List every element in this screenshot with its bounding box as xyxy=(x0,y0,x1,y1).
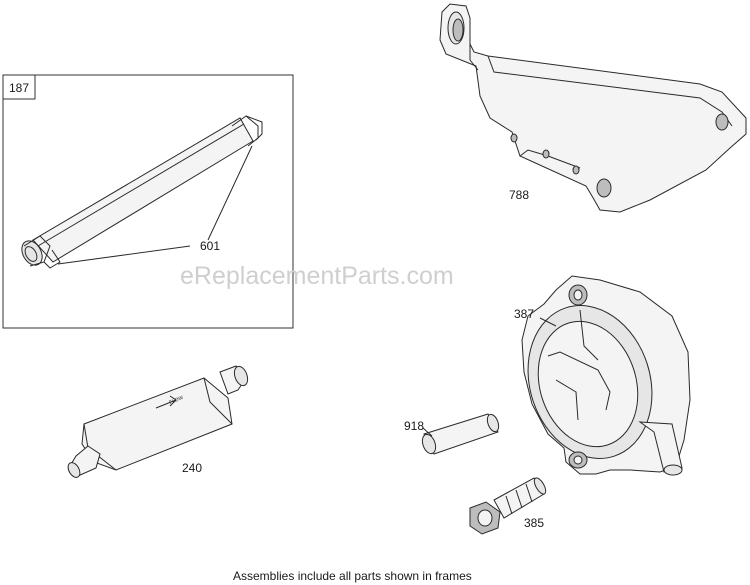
mounting-bracket-part xyxy=(439,3,747,213)
fuel-pump-part xyxy=(521,275,691,476)
tube-leader-lines xyxy=(57,145,253,265)
nipple-leader-line xyxy=(422,427,433,437)
part-label-385: 385 xyxy=(524,516,544,530)
part-label-788: 788 xyxy=(509,188,529,202)
diagram-caption: Assemblies include all parts shown in fr… xyxy=(233,569,472,583)
assembly-frame: 187 xyxy=(2,74,294,329)
part-label-918: 918 xyxy=(404,419,424,433)
pump-nipple-part xyxy=(421,413,500,455)
part-label-601: 601 xyxy=(200,239,220,253)
watermark: eReplacementParts.com xyxy=(180,262,454,290)
fuel-filter-part: FLOW xyxy=(67,365,249,478)
part-label-387: 387 xyxy=(514,307,534,321)
frame-label: 187 xyxy=(9,81,29,95)
filter-flow-marking: FLOW xyxy=(169,395,185,406)
hose-fitting-part xyxy=(469,477,547,535)
part-label-240: 240 xyxy=(182,461,202,475)
fuel-tube-part xyxy=(21,115,263,269)
pump-leader-line xyxy=(539,317,557,327)
